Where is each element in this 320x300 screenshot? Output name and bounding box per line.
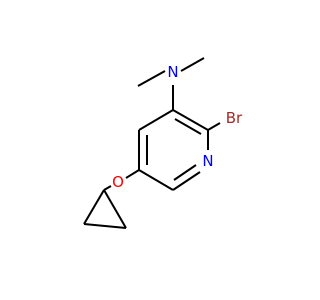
atom-label-nitrogen-amine: N (167, 63, 178, 81)
bond-n-methyl-left (137, 70, 166, 87)
bond-c3-c4 (138, 109, 174, 131)
atom-label-nitrogen-ring: N (202, 152, 213, 170)
bond-n-methyl-right (180, 57, 205, 72)
bond-c2-br (207, 122, 221, 131)
molecule-canvas: N N Br O (83, 57, 244, 229)
bond-o-cyclopropyl (103, 185, 112, 191)
bond-c6-c5 (138, 169, 174, 191)
bond-cp-1 (83, 189, 105, 225)
bond-cp-2 (83, 223, 127, 229)
structure-diagram: N N Br O (83, 57, 243, 229)
bond-c5-o (125, 169, 140, 179)
bond-c3-c2-double (174, 118, 202, 135)
bond-n1-c6-double (173, 164, 197, 181)
atom-label-bromine: Br (226, 109, 243, 127)
bond-cp-3 (103, 189, 127, 229)
bond-n1-c6 (172, 171, 201, 191)
atom-label-oxygen: O (112, 173, 124, 191)
bond-c3-c2 (172, 109, 209, 131)
